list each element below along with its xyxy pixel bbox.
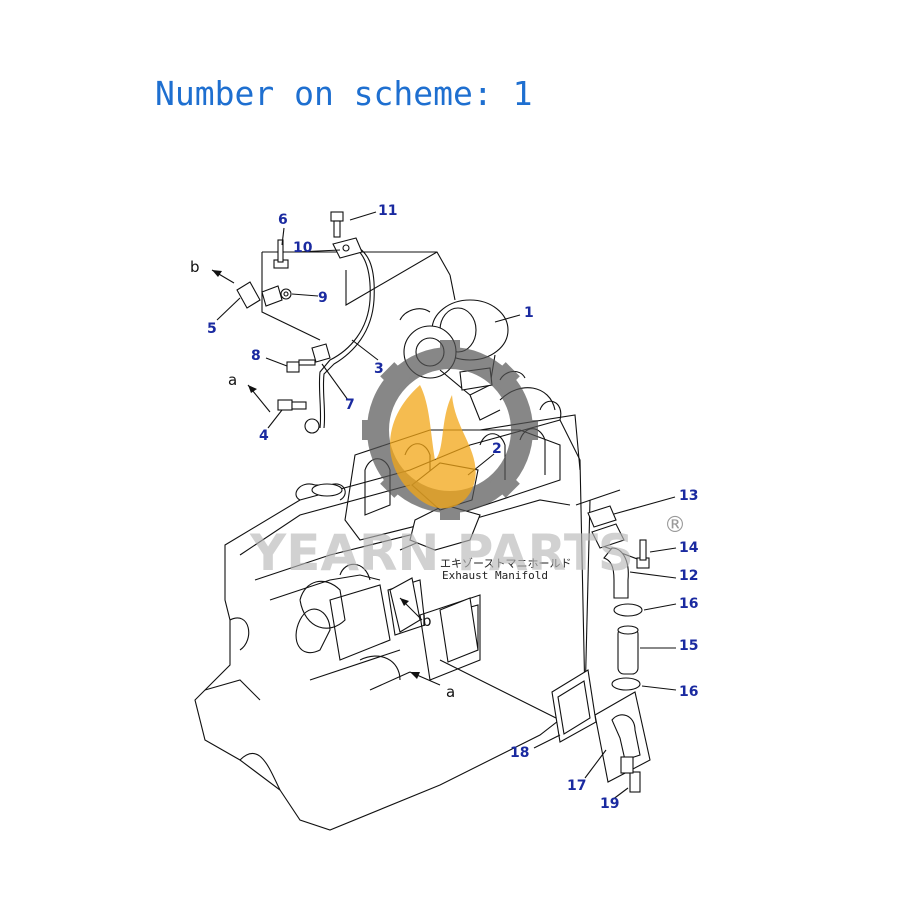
oil-pipe-3 <box>318 245 371 429</box>
part-labels: 11 6 10 9 5 1 3 8 7 4 2 13 14 12 16 15 1… <box>207 203 699 812</box>
part-label-16b: 16 <box>679 684 698 700</box>
flame-icon <box>390 385 476 509</box>
registered-mark: ® <box>664 513 686 538</box>
part-label-5: 5 <box>207 321 217 337</box>
part-label-15: 15 <box>679 638 698 654</box>
label-jp: エキゾーストマニホールド <box>440 557 571 570</box>
part-label-4: 4 <box>259 428 269 444</box>
part-label-11: 11 <box>378 203 397 219</box>
part-label-8: 8 <box>251 348 261 364</box>
leader-lines <box>216 211 677 801</box>
engine-block <box>194 370 586 831</box>
part-label-1: 1 <box>524 305 534 321</box>
page-title: Number on scheme: 1 <box>155 74 533 113</box>
watermark: YEARN PARTS ® <box>249 340 686 582</box>
view-letters: b a b a <box>190 258 455 701</box>
part-label-2: 2 <box>492 441 502 457</box>
part-label-10: 10 <box>293 240 313 256</box>
view-arrows <box>211 269 441 691</box>
part-label-14: 14 <box>679 540 699 556</box>
view-letter-b-lower: b <box>422 612 432 630</box>
part-label-6: 6 <box>278 212 288 228</box>
view-letter-b: b <box>190 258 200 276</box>
part-label-3: 3 <box>374 361 384 377</box>
part-label-13: 13 <box>679 488 698 504</box>
part-label-18: 18 <box>510 745 529 761</box>
part-label-9: 9 <box>318 290 328 306</box>
view-letter-a-lower: a <box>446 683 455 701</box>
part-label-7: 7 <box>345 397 355 413</box>
part-label-19: 19 <box>600 796 619 812</box>
label-en: Exhaust Manifold <box>442 569 548 582</box>
part-label-16: 16 <box>679 596 698 612</box>
part-label-12: 12 <box>679 568 698 584</box>
part-label-17: 17 <box>567 778 586 794</box>
view-letter-a: a <box>228 371 237 389</box>
watermark-text: YEARN PARTS <box>249 524 634 582</box>
